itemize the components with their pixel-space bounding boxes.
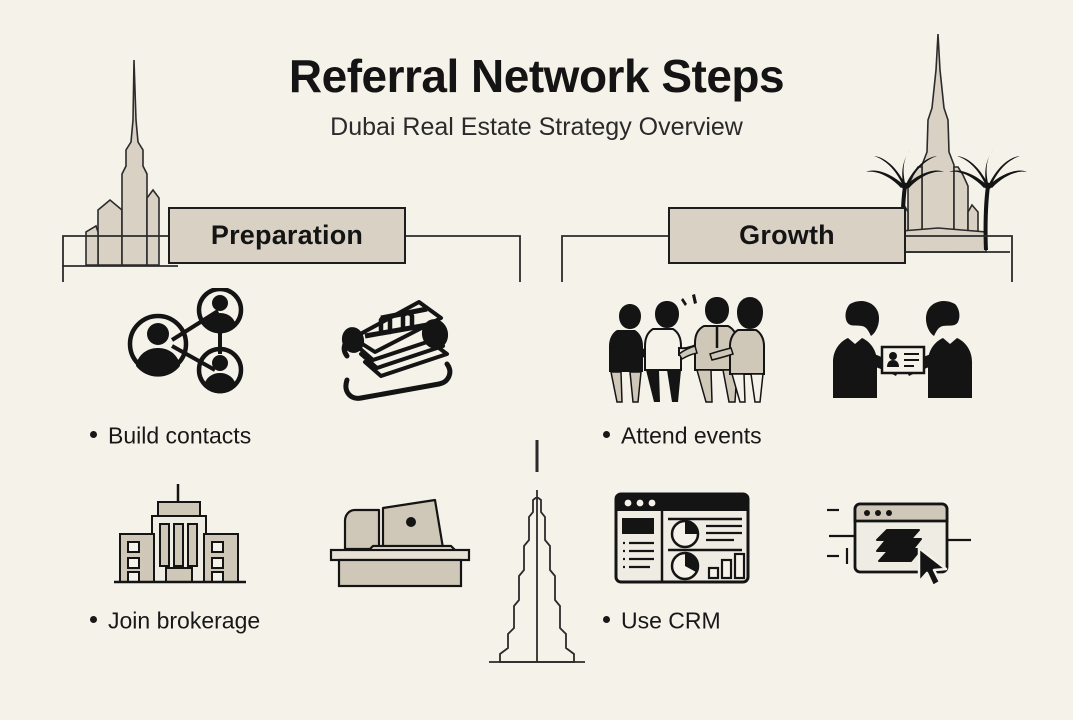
item-label-build-contacts: Build contacts <box>90 423 251 447</box>
office-building-icon <box>114 484 246 584</box>
connector-preparation-left <box>62 235 168 282</box>
connector-growth-right <box>906 235 1013 282</box>
item-build-contacts: Build contacts <box>90 288 510 468</box>
category-box-preparation[interactable]: Preparation <box>168 207 406 264</box>
item-label-join-brokerage: Join brokerage <box>90 608 260 632</box>
category-label: Growth <box>739 220 835 250</box>
browser-software-cursor-icon <box>827 502 971 588</box>
category-label: Preparation <box>210 220 364 250</box>
connector-growth-left <box>561 235 668 282</box>
palm-tree-right-icon <box>949 150 1027 250</box>
bullet-icon <box>90 430 97 438</box>
networking-group-icon <box>609 294 765 403</box>
bullet-icon <box>90 615 97 623</box>
item-join-brokerage: Join brokerage <box>90 480 510 655</box>
category-box-growth[interactable]: Growth <box>668 207 906 264</box>
item-attend-events: Attend events <box>595 288 1015 468</box>
connector-preparation-right <box>406 235 521 282</box>
rolodex-card-file-icon <box>341 300 453 401</box>
desk-laptop-icon <box>329 498 471 588</box>
business-card-exchange-icon <box>833 300 972 398</box>
item-label-use-crm: Use CRM <box>603 608 721 632</box>
network-people-icon <box>127 288 244 394</box>
item-use-crm: Use CRM <box>595 480 1015 655</box>
item-label-attend-events: Attend events <box>603 423 762 447</box>
crm-dashboard-icon <box>614 492 750 584</box>
burj-khalifa-left-icon <box>85 59 160 266</box>
bullet-icon <box>603 615 610 623</box>
bullet-icon <box>603 430 610 438</box>
burj-khalifa-right-icon <box>889 33 987 253</box>
burj-khalifa-center-outline-icon <box>489 490 585 663</box>
